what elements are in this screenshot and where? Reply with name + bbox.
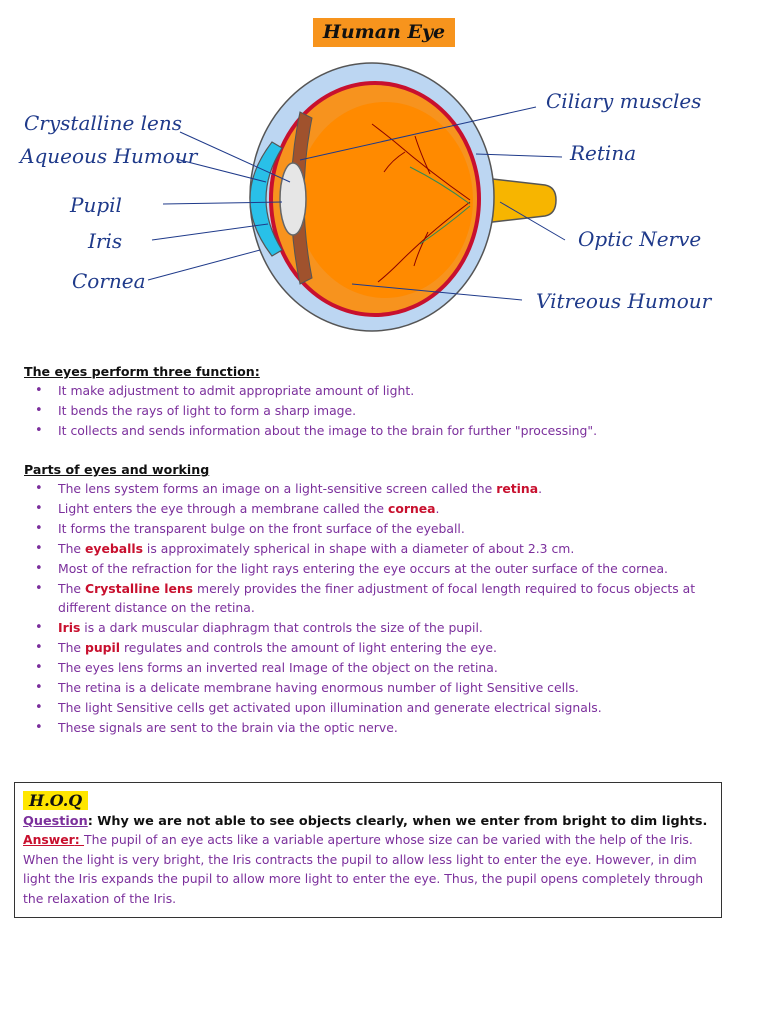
- label-crystalline-lens: Crystalline lens: [24, 111, 182, 135]
- label-iris: Iris: [87, 229, 122, 253]
- list-item: It forms the transparent bulge on the fr…: [22, 519, 722, 539]
- label-optic-nerve: Optic Nerve: [578, 227, 701, 251]
- highlight-term: Crystalline lens: [84, 580, 194, 596]
- list-item: Most of the refraction for the light ray…: [22, 559, 722, 579]
- list-item: The retina is a delicate membrane having…: [22, 678, 722, 698]
- parts-heading: Parts of eyes and working: [24, 462, 210, 477]
- list-item: The eyeballs is approximately spherical …: [22, 539, 722, 559]
- hotq-box: H.O.Q Question: Why we are not able to s…: [14, 782, 722, 918]
- question-label: Question: [23, 814, 88, 829]
- answer-label: Answer: [23, 832, 75, 847]
- label-aqueous-humour: Aqueous Humour: [18, 144, 199, 168]
- hotq-tag: H.O.Q: [23, 791, 89, 810]
- list-item: The light Sensitive cells get activated …: [22, 698, 722, 718]
- question-line: Question: Why we are not able to see obj…: [23, 814, 713, 829]
- question-text: Why we are not able to see objects clear…: [97, 814, 708, 829]
- title-wrap: Human Eye: [0, 18, 768, 47]
- highlight-term: Iris: [58, 620, 81, 636]
- list-item: It collects and sends information about …: [22, 421, 722, 441]
- leader-lines: [147, 106, 566, 301]
- eye-illustration: [249, 62, 557, 332]
- parts-section: Parts of eyes and working The lens syste…: [22, 462, 722, 738]
- list-item: It bends the rays of light to form a sha…: [22, 401, 722, 421]
- label-vitreous-humour: Vitreous Humour: [536, 289, 713, 313]
- label-cornea: Cornea: [72, 269, 146, 293]
- answer-colon: :: [74, 832, 85, 847]
- list-item: These signals are sent to the brain via …: [22, 718, 722, 738]
- functions-heading: The eyes perform three function:: [24, 364, 260, 379]
- highlight-term: cornea: [387, 500, 436, 516]
- list-item: Iris is a dark muscular diaphragm that c…: [22, 618, 722, 638]
- functions-section: The eyes perform three function: It make…: [22, 364, 722, 441]
- label-pupil: Pupil: [69, 193, 122, 217]
- functions-list: It make adjustment to admit appropriate …: [22, 381, 722, 441]
- list-item: The Crystalline lens merely provides the…: [22, 579, 722, 619]
- answer-block: Answer: The pupil of an eye acts like a …: [23, 830, 713, 908]
- parts-list: The lens system forms an image on a ligh…: [22, 479, 722, 738]
- list-item: The pupil regulates and controls the amo…: [22, 638, 722, 658]
- highlight-term: pupil: [84, 640, 121, 656]
- list-item: It make adjustment to admit appropriate …: [22, 381, 722, 401]
- answer-text: The pupil of an eye acts like a variable…: [23, 832, 704, 906]
- label-ciliary-muscles: Ciliary muscles: [546, 89, 701, 113]
- list-item: Light enters the eye through a membrane …: [22, 499, 722, 519]
- highlight-term: retina: [496, 481, 539, 496]
- question-colon: :: [87, 814, 98, 829]
- highlight-term: eyeballs: [84, 540, 143, 556]
- label-retina: Retina: [569, 141, 636, 165]
- list-item: The lens system forms an image on a ligh…: [22, 479, 722, 499]
- eye-diagram: Crystalline lens Aqueous Humour Pupil Ir…: [18, 62, 713, 332]
- page-title: Human Eye: [312, 18, 456, 47]
- list-item: The eyes lens forms an inverted real Ima…: [22, 658, 722, 678]
